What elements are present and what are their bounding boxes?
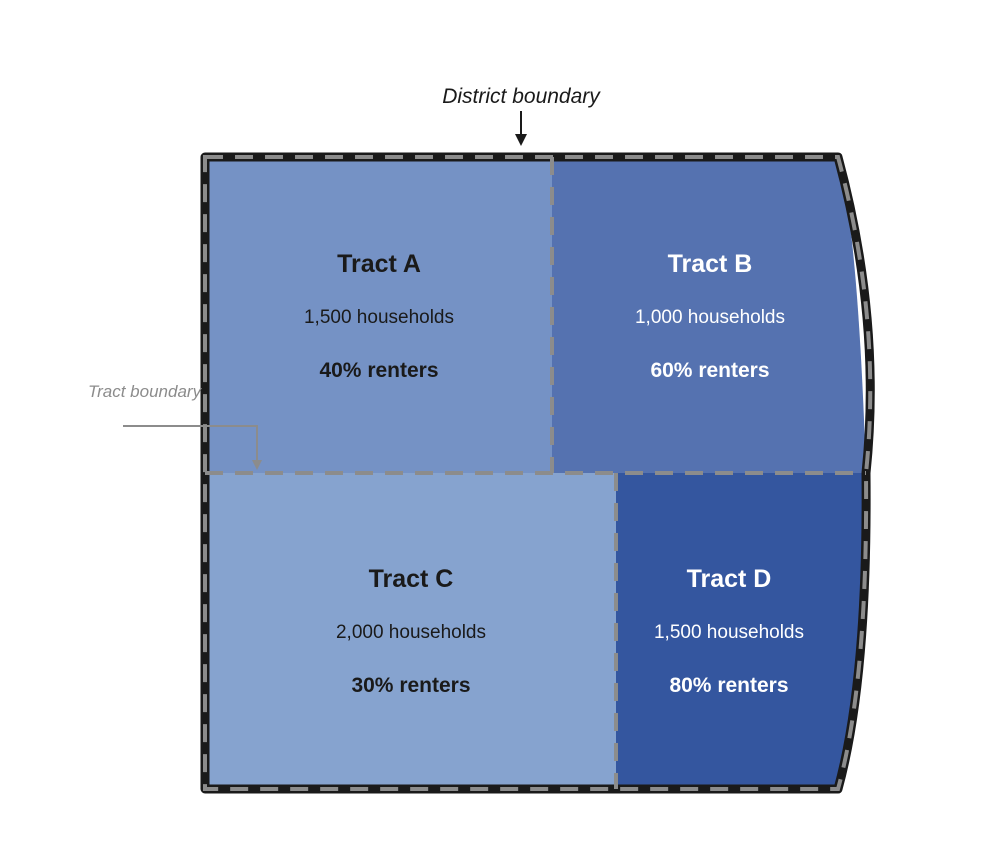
district-arrow-head (515, 134, 527, 146)
district-boundary-label: District boundary (442, 85, 601, 108)
tract-b-name: Tract B (668, 250, 753, 278)
tract-c-area (205, 473, 616, 789)
tract-boundaries (205, 157, 866, 789)
tract-boundary-arrow-head (252, 460, 262, 470)
tract-a-area (205, 157, 552, 473)
tract-a-households: 1,500 households (304, 307, 454, 328)
tract-d-renters: 80% renters (669, 674, 788, 697)
tract-d-households: 1,500 households (654, 622, 804, 643)
district-boundary-dashes (203, 155, 873, 791)
tract-b-renters: 60% renters (650, 359, 769, 382)
tract-a-name: Tract A (337, 250, 421, 278)
tract-boundary-label: Tract boundary (88, 382, 203, 401)
tract-a-renters: 40% renters (319, 359, 438, 382)
tract-d-area (616, 473, 867, 789)
tract-b-area (552, 157, 866, 473)
tract-c-households: 2,000 households (336, 622, 486, 643)
tract-c-renters: 30% renters (351, 674, 470, 697)
tract-c-name: Tract C (369, 565, 454, 593)
tract-b-households: 1,000 households (635, 307, 785, 328)
tract-boundary-leader-line (123, 425, 258, 462)
tract-d-name: Tract D (687, 565, 772, 593)
